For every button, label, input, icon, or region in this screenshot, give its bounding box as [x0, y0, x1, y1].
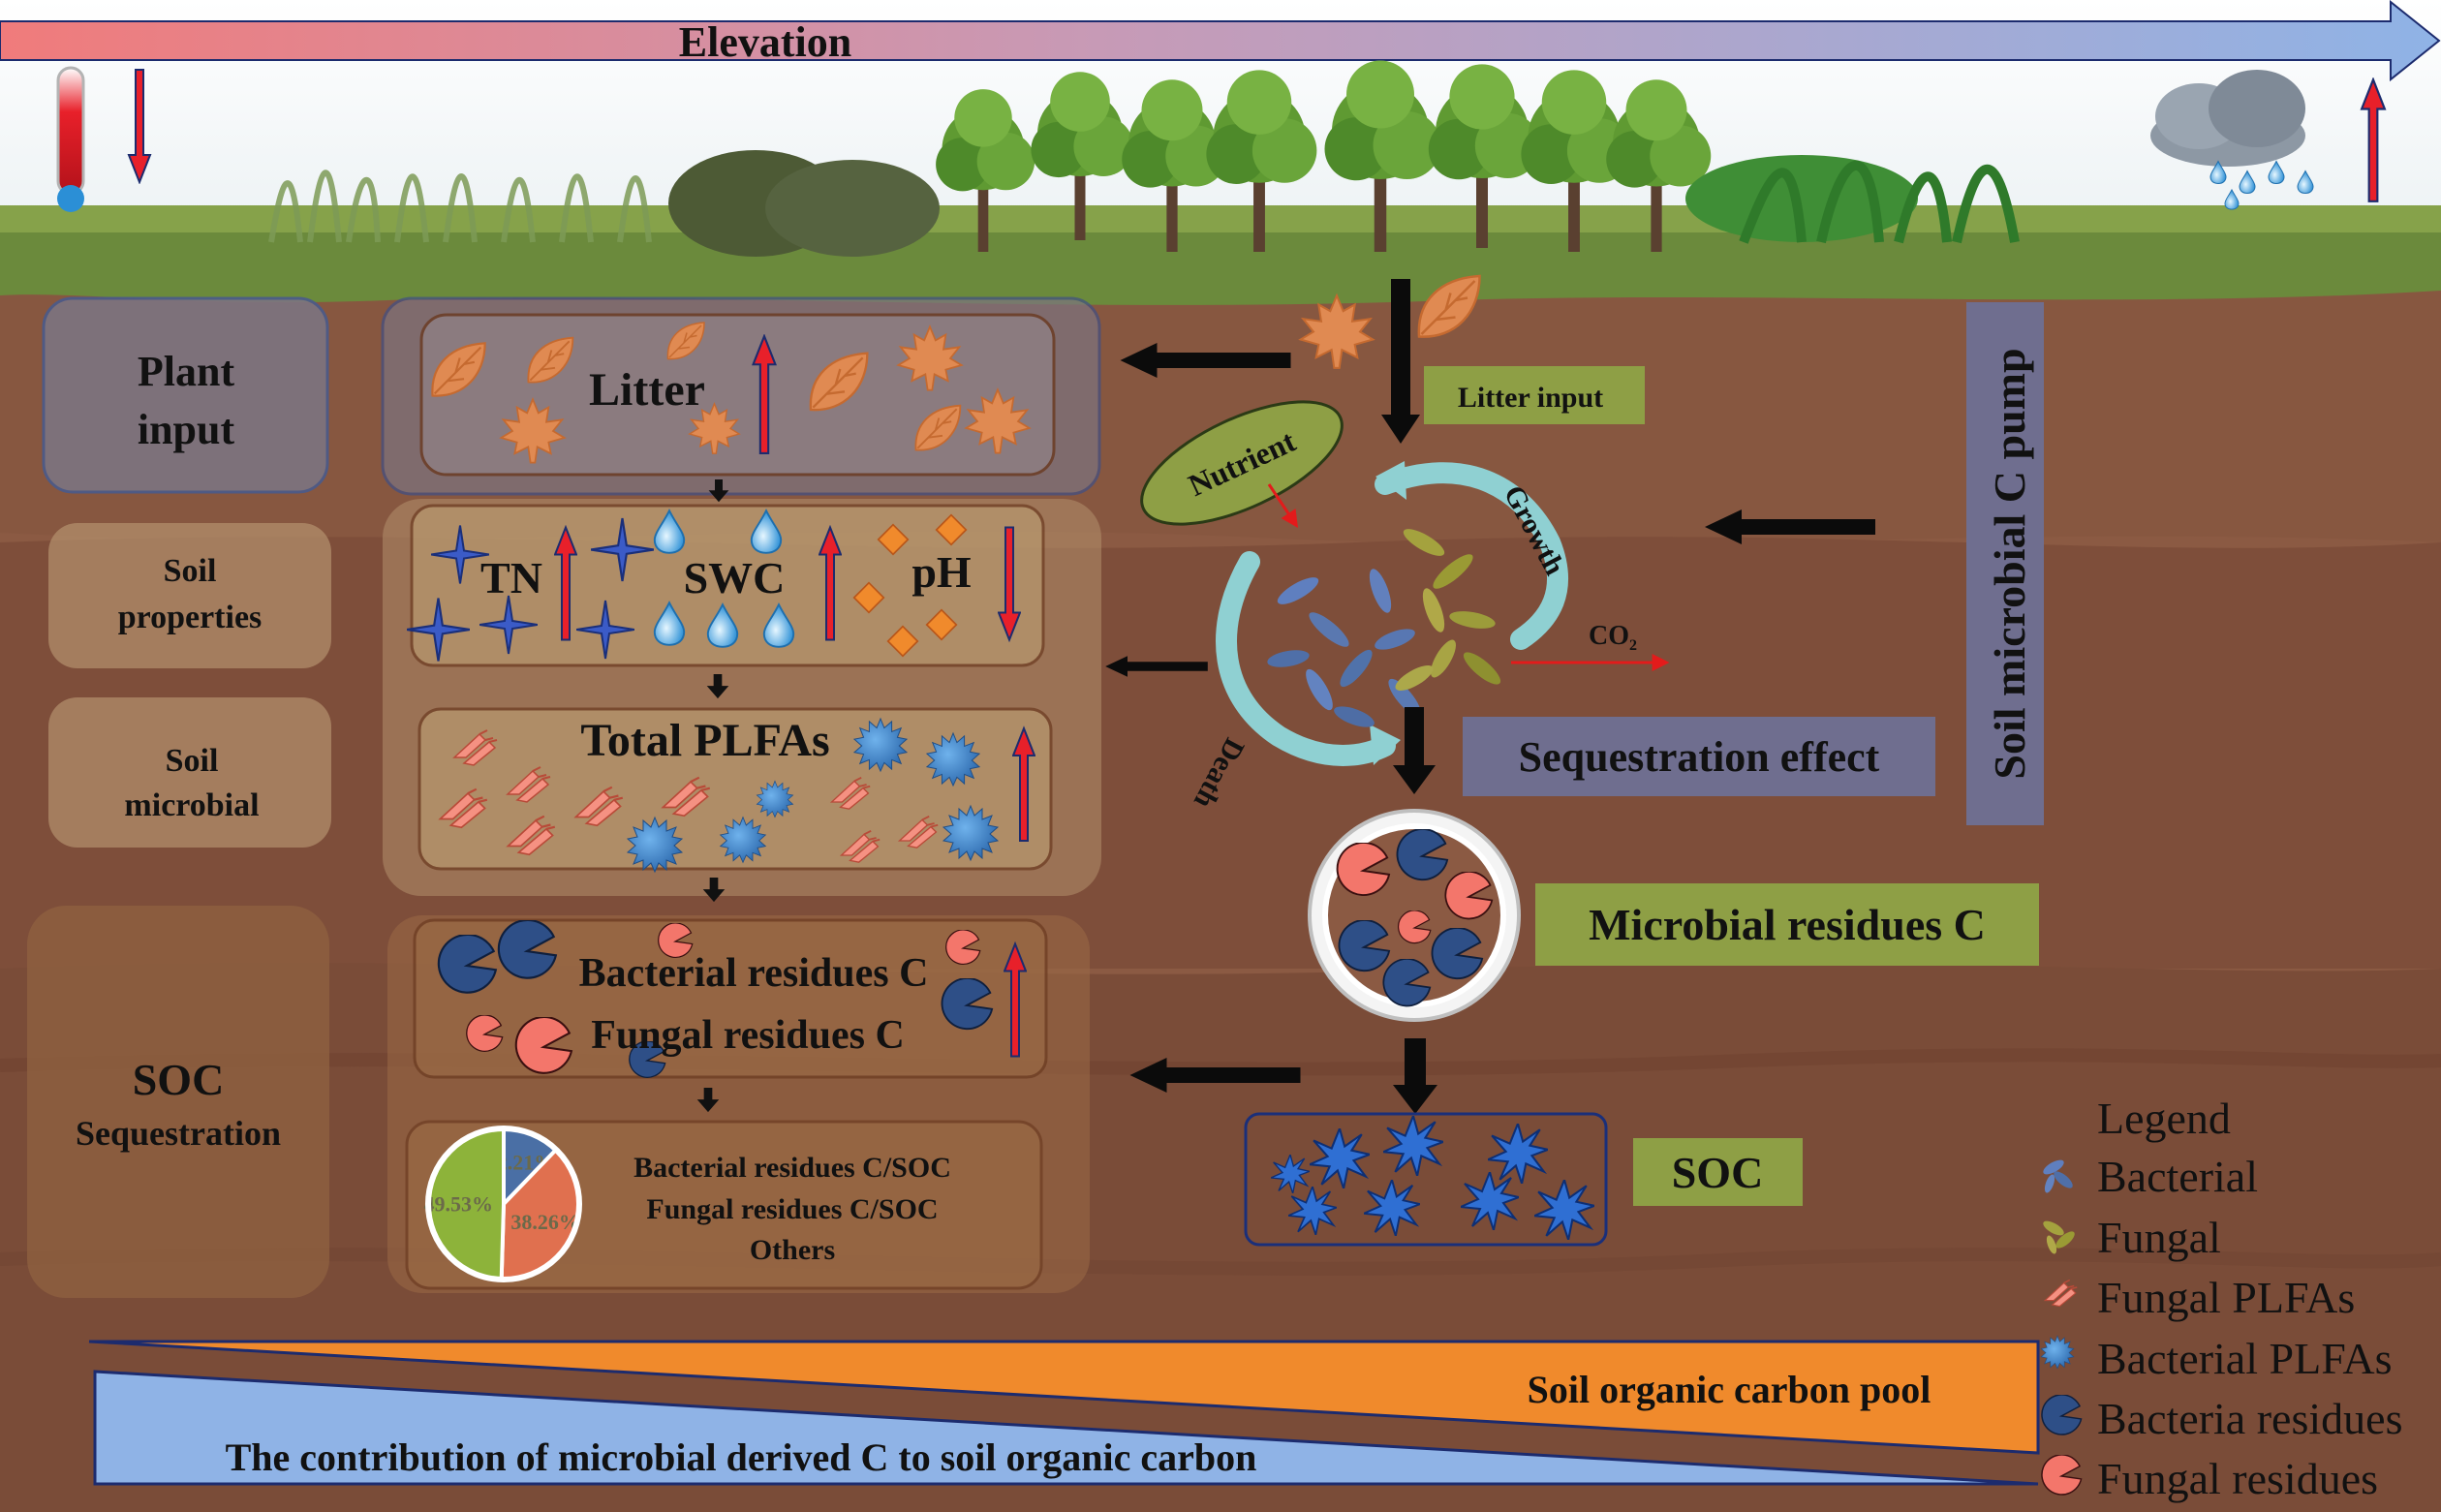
soc-category	[27, 906, 329, 1298]
soil-microbial-line1: Soil	[166, 743, 219, 779]
plant-input-line2: input	[138, 406, 235, 453]
flow-arrow	[1393, 707, 1436, 794]
fungal-residues-label: Fungal residues C	[591, 1013, 905, 1058]
tn-label: TN	[480, 553, 542, 602]
litter-input-box	[1424, 366, 1645, 424]
plfa-label: Total PLFAs	[580, 715, 829, 766]
legend-bacterial-plfas: Bacterial PLFAs	[2097, 1334, 2392, 1383]
soil-properties-line1: Soil	[164, 553, 217, 589]
vegetation-gradient	[268, 60, 2020, 257]
pie-slice-label-2: 49.53%	[423, 1191, 493, 1216]
legend-bacterial-icon	[2043, 1159, 2073, 1193]
residues-box	[413, 918, 1048, 1079]
legend-bacterial: Bacterial	[2097, 1152, 2258, 1201]
sequestration-effect-label: Sequestration effect	[1519, 733, 1880, 781]
legend-title: Legend	[2097, 1094, 2231, 1143]
death-cycle-arrow	[1216, 551, 1396, 766]
microbial-residues-label: Microbial residues C	[1589, 900, 1986, 949]
soil-microbial-line2: microbial	[124, 787, 259, 823]
soil-properties-category	[48, 523, 331, 668]
litter-box	[419, 313, 1056, 477]
elevation-label: Elevation	[679, 18, 851, 66]
plant-input-category	[42, 296, 329, 494]
litter-input-arrow	[1381, 279, 1420, 444]
elevation-arrow	[0, 0, 2441, 82]
litter-label: Litter	[589, 364, 705, 416]
soc-label-box	[1633, 1138, 1803, 1206]
soc-category-subtitle: Sequestration	[76, 1114, 281, 1153]
co2-label: CO2	[1589, 621, 1637, 654]
legend-bacteria-residues: Bacteria residues	[2097, 1394, 2402, 1443]
pie-legend-others: Others	[750, 1234, 835, 1266]
soc-pool-label: Soil organic carbon pool	[1528, 1368, 1931, 1411]
bacterial-residues-label: Bacterial residues C	[579, 951, 929, 996]
microbe-cluster	[1267, 529, 1501, 727]
nutrient-ellipse: Nutrient	[1140, 400, 1344, 526]
thermometer-icon	[56, 66, 85, 212]
legend-fungal-plfas: Fungal PLFAs	[2097, 1273, 2355, 1322]
soil-microbial-category	[48, 697, 331, 848]
microbial-contribution-wedge	[93, 1370, 2039, 1486]
growth-cycle-arrow	[1375, 462, 1568, 650]
ph-label: pH	[912, 547, 972, 597]
rain-cloud-icon	[2150, 70, 2314, 210]
legend-fungal: Fungal	[2097, 1213, 2221, 1262]
pie-outline	[425, 1126, 582, 1282]
litter-input-label: Litter input	[1458, 382, 1603, 414]
microbial-contribution-label: The contribution of microbial derived C …	[226, 1435, 1257, 1479]
soc-contribution-pie: 12.21%38.26%49.53%	[423, 1126, 582, 1282]
soil-properties-line2: properties	[118, 600, 263, 635]
sequestration-effect-box	[1463, 717, 1935, 796]
pie-legend-fungal: Fungal residues C/SOC	[646, 1193, 938, 1225]
soil-microbial-c-pump-label: Soil microbial C pump	[1985, 348, 2034, 779]
swc-label: SWC	[684, 553, 786, 602]
pie-slice-label-1: 38.26%	[510, 1210, 580, 1234]
legend-fungal-icon	[2043, 1220, 2075, 1254]
soc-label: SOC	[1672, 1148, 1764, 1197]
soc-pool-wedge	[88, 1340, 2040, 1455]
microbial-residues-box	[1535, 883, 2039, 966]
soc-box	[1244, 1112, 1608, 1247]
flow-arrow	[1393, 1038, 1437, 1114]
plant-input-line1: Plant	[138, 348, 235, 395]
nutrient-arrow	[1267, 483, 1298, 528]
pie-legend-bacterial: Bacterial residues C/SOC	[633, 1152, 951, 1184]
soc-category-title: SOC	[133, 1055, 225, 1104]
soil-microbial-c-pump-box	[1966, 302, 2044, 825]
legend-fungal-residues: Fungal residues	[2097, 1454, 2378, 1503]
